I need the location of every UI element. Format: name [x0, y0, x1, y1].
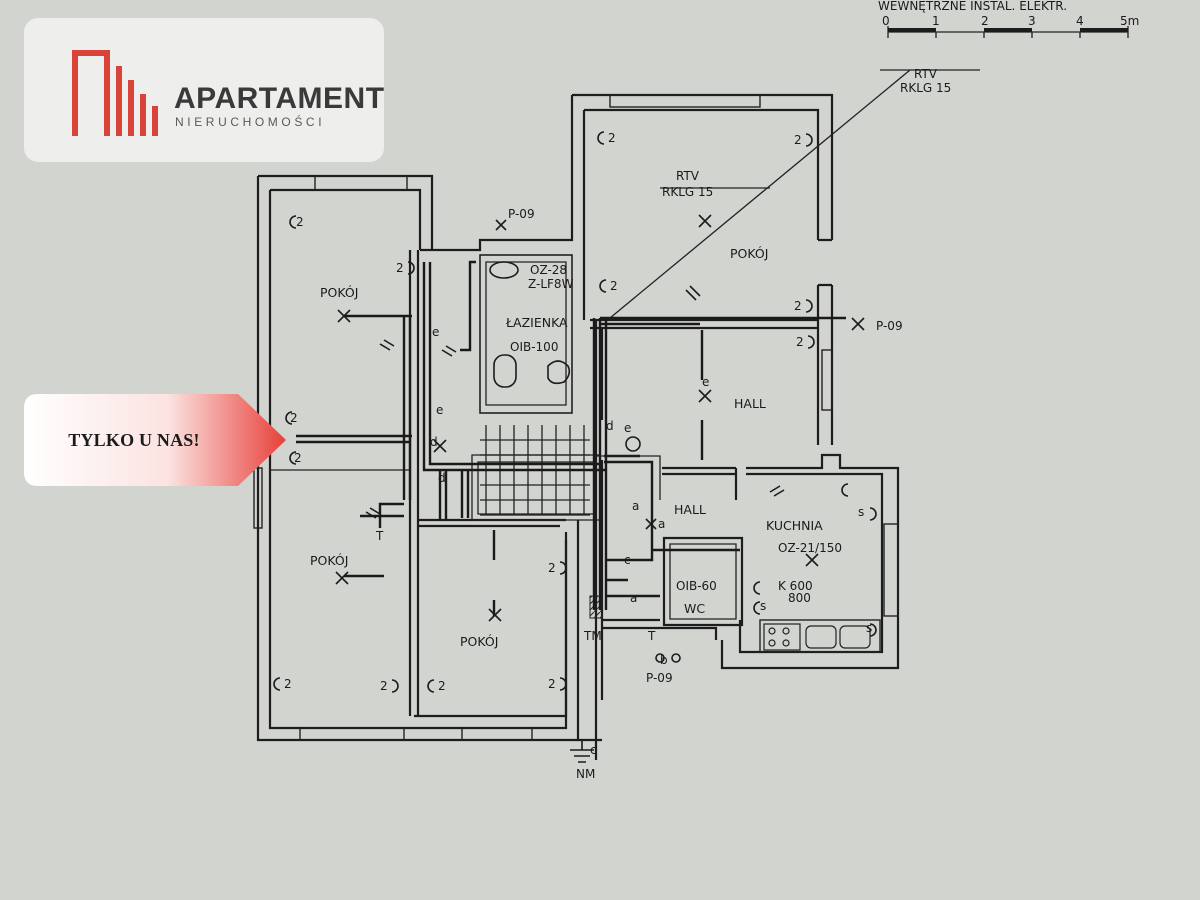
socket-number: 2 — [548, 677, 556, 691]
wiring — [296, 69, 980, 616]
circuit-letter: c — [624, 553, 631, 567]
building-logo-icon — [72, 50, 158, 136]
room-label-hall-lower: HALL — [674, 502, 706, 517]
circuit-letter: T — [375, 529, 384, 543]
walls — [253, 93, 900, 760]
scale-tick-0: 0 — [882, 14, 890, 28]
oz-kitchen-label: OZ-21/150 — [778, 541, 842, 555]
oib-wc-label: OIB-60 — [676, 579, 717, 593]
scale-bar: WEWNĘTRZNE INSTAL. ELEKTR. 0 1 2 3 4 5m — [878, 0, 1139, 38]
symbol-letters: 2 2 2 2 2 2 2 2 2 2 2 2 2 2 e e e e d d … — [284, 131, 872, 757]
k800-label: 800 — [788, 591, 811, 605]
p09-label-right: P-09 — [876, 319, 903, 333]
circuit-letter: d — [438, 471, 446, 485]
circuit-letter: a — [658, 517, 665, 531]
p09-label-top: P-09 — [508, 207, 535, 221]
socket-number: 2 — [608, 131, 616, 145]
annotation-labels: RTV RKLG 15 RTV RKLG 15 P-09 P-09 P-09 O… — [508, 67, 951, 781]
k600-label: K 600 — [778, 579, 813, 593]
promo-badge-label: TYLKO U NAS! — [68, 429, 200, 450]
nm-label: NM — [576, 767, 595, 781]
room-label-kuchnia: KUCHNIA — [766, 518, 823, 533]
room-labels: POKÓJ POKÓJ POKÓJ POKÓJ ŁAZIENKA HALL HA… — [310, 246, 823, 649]
room-label-wc: WC — [684, 601, 705, 616]
p09-label-bottom: P-09 — [646, 671, 673, 685]
circuit-letter: e — [436, 403, 443, 417]
brand-tagline: NIERUCHOMOŚCI — [175, 115, 326, 129]
z-bath-label: Z-LF8W — [528, 277, 574, 291]
circuit-letter: s — [866, 621, 872, 635]
scale-tick-4: 4 — [1076, 14, 1084, 28]
scale-tick-5: 5m — [1120, 14, 1139, 28]
circuit-letter: a — [630, 591, 637, 605]
room-label-lazienka: ŁAZIENKA — [505, 315, 568, 330]
circuit-letter: b — [660, 653, 668, 667]
socket-number: 2 — [548, 561, 556, 575]
circuit-letter: d — [430, 435, 438, 449]
socket-number: 2 — [294, 451, 302, 465]
circuit-letter: s — [858, 505, 864, 519]
room-label-pokoj-top-right: POKÓJ — [730, 246, 768, 261]
promo-badge — [24, 394, 286, 486]
symbols — [273, 131, 877, 763]
socket-number: 2 — [380, 679, 388, 693]
room-label-pokoj-top-left: POKÓJ — [320, 285, 358, 300]
rtv-label-top: RTV — [914, 67, 938, 81]
room-label-hall-upper: HALL — [734, 396, 766, 411]
circuit-letter: e — [624, 421, 631, 435]
oz-bath-label: OZ-28 — [530, 263, 567, 277]
circuit-letter: e — [702, 375, 709, 389]
socket-number: 2 — [290, 411, 298, 425]
scale-tick-3: 3 — [1028, 14, 1036, 28]
logo-card: APARTAMENT NIERUCHOMOŚCI — [24, 18, 384, 162]
oib-bath-label: OIB-100 — [510, 340, 558, 354]
room-label-pokoj-mid-left: POKÓJ — [310, 553, 348, 568]
socket-number: 2 — [284, 677, 292, 691]
circuit-letter: T — [647, 629, 656, 643]
rklg-label-room: RKLG 15 — [662, 185, 713, 199]
socket-number: 2 — [438, 679, 446, 693]
socket-number: 2 — [610, 279, 618, 293]
scale-tick-1: 1 — [932, 14, 940, 28]
scale-title: WEWNĘTRZNE INSTAL. ELEKTR. — [878, 0, 1067, 13]
circuit-letter: d — [606, 419, 614, 433]
circuit-letter: s — [760, 599, 766, 613]
socket-number: 2 — [794, 133, 802, 147]
room-label-pokoj-bottom: POKÓJ — [460, 634, 498, 649]
socket-number: 2 — [396, 261, 404, 275]
rtv-label-room: RTV — [676, 169, 700, 183]
scale-tick-2: 2 — [981, 14, 989, 28]
circuit-letter: a — [632, 499, 639, 513]
socket-number: 2 — [796, 335, 804, 349]
circuit-letter: c — [590, 743, 597, 757]
socket-number: 2 — [794, 299, 802, 313]
brand-name: APARTAMENT — [174, 82, 385, 115]
rklg-label-top: RKLG 15 — [900, 81, 951, 95]
socket-number: 2 — [296, 215, 304, 229]
tm-label: TM — [583, 629, 602, 643]
circuit-letter: e — [432, 325, 439, 339]
